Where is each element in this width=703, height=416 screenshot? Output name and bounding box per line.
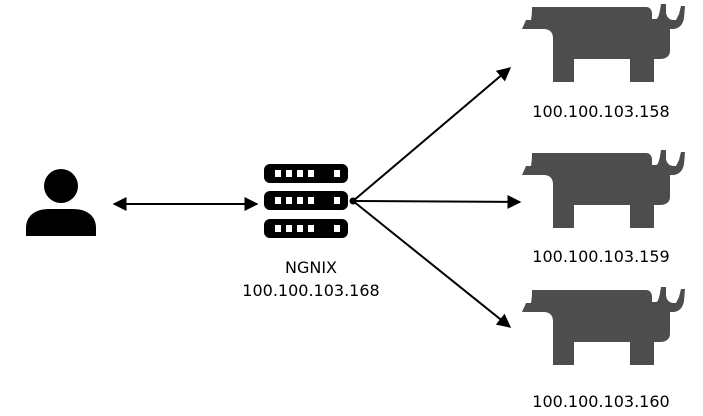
rancher-cattle-icon [522,287,685,365]
server-rack-icon [264,164,348,238]
backend-ip-label: 100.100.103.159 [532,247,670,266]
backend-ip-label: 100.100.103.160 [532,392,670,411]
proxy-backend-2-arrow [352,194,522,209]
proxy-backend-3-arrow [352,200,512,328]
backend-ip-label: 100.100.103.158 [532,102,670,121]
rancher-cattle-icon [522,150,685,228]
proxy-name-label: NGNIX [284,258,337,277]
rancher-cattle-icon [522,4,685,82]
proxy-ip-label: 100.100.103.168 [242,281,380,300]
proxy-backend-1-arrow [352,67,512,202]
user-icon [26,169,96,236]
